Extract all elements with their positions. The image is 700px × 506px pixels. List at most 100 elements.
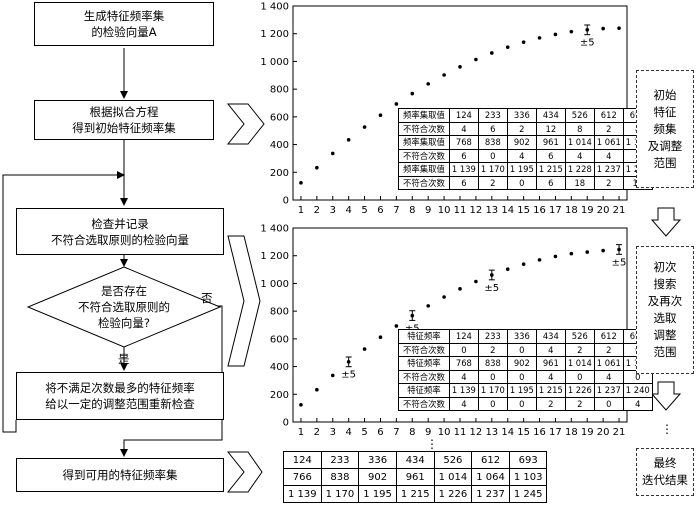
table-cell: 526: [564, 329, 595, 344]
data-point: [394, 324, 399, 328]
table-cell: 1 064: [471, 468, 510, 486]
data-point: [394, 102, 399, 106]
y-tick-label: 0: [283, 196, 289, 207]
table-cell: 2: [477, 342, 508, 357]
table-cell: 8: [564, 121, 595, 136]
chart2-table: 特征频率124233336434526612693不符合次数0204220特征频…: [398, 329, 653, 411]
table-cell: 4: [448, 396, 479, 411]
table-cell: 1 240: [622, 383, 653, 398]
x-tick-label: 3: [330, 205, 336, 216]
x-tick-label: 5: [361, 205, 367, 216]
right-chevron-2: [227, 235, 261, 367]
arrow-no: [120, 305, 223, 457]
table-row: 频率集取值124233336434526612693: [398, 108, 653, 123]
table-cell: 693: [508, 451, 548, 469]
table-cell: 1 237: [593, 383, 624, 398]
table-cell: 2: [564, 396, 595, 411]
y-tick-label: 600: [270, 112, 289, 123]
table-cell: 2: [535, 396, 566, 411]
table-cell: 0: [477, 369, 508, 384]
data-point: [330, 373, 335, 378]
data-point: [426, 304, 430, 308]
x-tick-label: 8: [409, 427, 415, 438]
side-box2-line5: 调整: [653, 328, 677, 342]
step5-text: 得到可用的特征频率集: [62, 468, 178, 482]
table-cell: 1 061: [593, 135, 624, 150]
data-point: [410, 91, 415, 96]
error-label: ±5: [405, 323, 420, 334]
side-box-initial: 初始 特征 频集 及调整 范围: [636, 70, 694, 188]
table-cell: 特征频率: [398, 383, 450, 398]
y-tick-label: 1 000: [260, 57, 289, 68]
table-cell: 1 195: [358, 485, 397, 503]
y-tick-label: 1 200: [260, 29, 289, 40]
y-tick-label: 0: [283, 418, 289, 429]
data-point: [617, 26, 621, 30]
table-cell: 1 237: [471, 485, 510, 503]
data-point: [505, 267, 510, 271]
table-cell: 1 226: [564, 383, 595, 398]
table-cell: 不符合次数: [398, 148, 450, 163]
table-cell: 1 139: [283, 485, 322, 503]
data-point: [346, 138, 351, 142]
step1-line2: 的检验向量A: [91, 25, 157, 39]
x-tick-label: 13: [485, 427, 498, 438]
chart1-table: 频率集取值124233336434526612693不符合次数46212824频…: [398, 108, 653, 190]
table-cell: 1 245: [508, 485, 548, 503]
x-tick-label: 13: [485, 205, 498, 216]
x-tick-label: 16: [533, 427, 546, 438]
data-point: [362, 125, 367, 129]
error-label: ±5: [484, 283, 499, 294]
x-tick-label: 1: [298, 205, 304, 216]
data-point: [569, 29, 574, 34]
step4-line2: 给以一定的调整范围重新检查: [45, 397, 195, 411]
table-cell: 1 237: [593, 162, 624, 177]
step3-line1: 检查并记录: [91, 216, 149, 231]
table-cell: 0: [593, 396, 624, 411]
table-cell: 2: [477, 175, 508, 190]
x-tick-label: 3: [330, 427, 336, 438]
table-cell: 1 226: [433, 485, 473, 503]
table-cell: 612: [593, 108, 624, 123]
table-cell: 4: [593, 369, 624, 384]
data-point: [426, 82, 430, 86]
table-cell: 1 014: [433, 468, 473, 486]
step-initial-frequency-set: 根据拟合方程 得到初始特征频率集: [34, 100, 214, 140]
table-cell: 4: [535, 369, 566, 384]
x-tick-label: 15: [517, 205, 530, 216]
table-cell: 2: [593, 342, 624, 357]
x-tick-label: 21: [613, 205, 626, 216]
table-cell: 838: [477, 356, 508, 371]
data-point: [299, 181, 303, 185]
y-tick-label: 600: [270, 334, 289, 345]
table-cell: 1 195: [506, 383, 537, 398]
x-tick-label: 4: [345, 427, 351, 438]
table-cell: 特征频率: [398, 329, 450, 344]
table-cell: 2: [593, 175, 624, 190]
table-cell: 2: [564, 342, 595, 357]
x-tick-label: 6: [377, 205, 383, 216]
table-cell: 0: [564, 369, 595, 384]
table-cell: 1 215: [535, 383, 566, 398]
x-tick-label: 11: [454, 205, 467, 216]
yes-label: 是: [118, 352, 130, 366]
table-cell: 612: [593, 329, 624, 344]
table-cell: 124: [448, 108, 479, 123]
down-arrow-1: [650, 207, 682, 237]
decision-text: 是否存在 不符合选取原则的 检验向量?: [54, 283, 194, 331]
x-tick-label: 2: [314, 205, 320, 216]
table-cell: 0: [448, 342, 479, 357]
step1-line1: 生成特征频率集: [83, 9, 165, 23]
side-ellipsis: ⋮: [661, 422, 673, 436]
data-point: [474, 279, 478, 284]
table-cell: 频率集取值: [398, 135, 450, 150]
table-cell: 12: [535, 121, 566, 136]
step2-line1: 根据拟合方程: [89, 105, 159, 119]
x-tick-label: 6: [377, 427, 383, 438]
step-check-record: 检查并记录 不符合选取原则的检验向量: [16, 208, 224, 255]
